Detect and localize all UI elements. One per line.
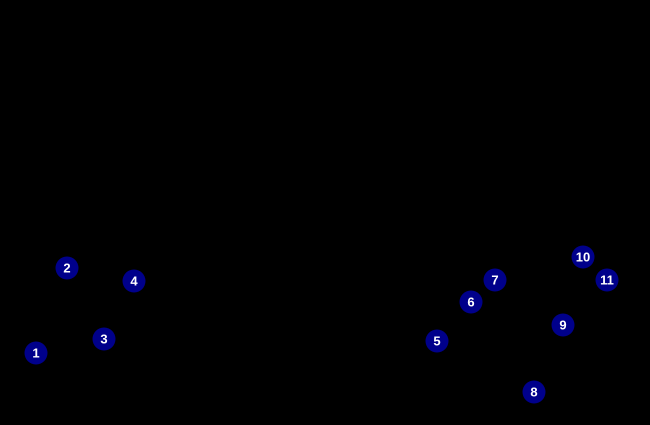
som-marker-label: 6 (467, 294, 475, 310)
som-marker-label: 11 (600, 272, 614, 288)
som-marker-label: 7 (491, 272, 499, 288)
som-marker-8[interactable]: 8 (522, 380, 546, 404)
som-marker-5[interactable]: 5 (425, 329, 449, 353)
som-marker-2[interactable]: 2 (55, 256, 79, 280)
som-marker-label: 4 (130, 273, 138, 289)
som-marker-label: 10 (575, 249, 591, 265)
som-marker-6[interactable]: 6 (459, 290, 483, 314)
som-marker-label: 5 (433, 333, 441, 349)
som-marker-label: 2 (63, 260, 71, 276)
som-marker-label: 9 (559, 317, 567, 333)
som-marker-9[interactable]: 9 (551, 313, 575, 337)
som-marker-1[interactable]: 1 (24, 341, 48, 365)
som-marker-3[interactable]: 3 (92, 327, 116, 351)
som-marker-label: 8 (530, 384, 538, 400)
som-marker-label: 1 (32, 345, 40, 361)
som-marker-4[interactable]: 4 (122, 269, 146, 293)
som-marker-10[interactable]: 10 (571, 245, 595, 269)
som-marker-label: 3 (100, 331, 108, 347)
som-marker-7[interactable]: 7 (483, 268, 507, 292)
som-marker-11[interactable]: 11 (595, 268, 619, 292)
